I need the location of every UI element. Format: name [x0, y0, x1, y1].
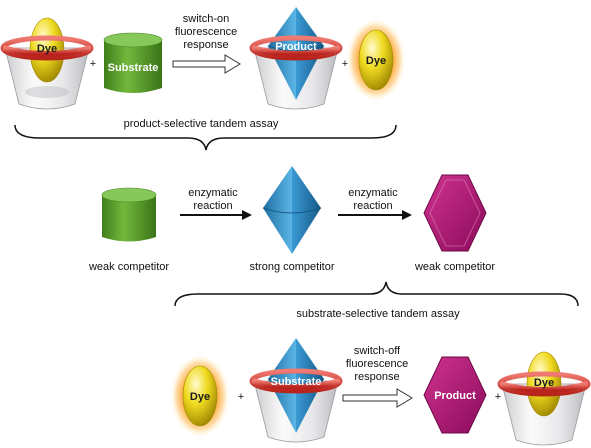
switch-off-text-2: fluorescence [346, 358, 408, 370]
substrate-label: Substrate [108, 62, 159, 74]
weak-competitor-cylinder [101, 187, 157, 242]
free-dye-label-2: Dye [190, 391, 210, 403]
switch-on-arrow [172, 54, 241, 74]
strong-competitor-bipyramid [262, 166, 322, 254]
plus-sign-2: + [342, 58, 348, 70]
dye-label: Dye [37, 43, 57, 55]
reaction1-text-1: enzymatic [188, 187, 238, 199]
host-cup-with-substrate: Substrate [249, 338, 343, 443]
free-glowing-dye-2: Dye [170, 354, 230, 438]
product-label: Product [275, 41, 317, 53]
substrate-cylinder: Substrate [103, 32, 163, 93]
substrate-selective-label: substrate-selective tandem assay [296, 308, 460, 320]
free-glowing-dye: Dye [346, 18, 406, 102]
product-label-2: Product [434, 390, 476, 402]
switch-off-text-3: response [354, 371, 399, 383]
product-hexagon: Product [423, 356, 487, 434]
plus-sign: + [90, 58, 96, 70]
weak-competitor-caption-left: weak competitor [88, 261, 169, 273]
dye-label-2: Dye [534, 377, 554, 389]
switch-off-arrow [342, 388, 413, 408]
switch-on-text-2: fluorescence [175, 26, 237, 38]
host-cup-with-dye: Dye [0, 17, 94, 110]
host-cup-with-dye-2: Dye [497, 351, 591, 446]
switch-on-text-3: response [183, 39, 228, 51]
reaction2-text-1: enzymatic [348, 187, 398, 199]
plus-sign-3: + [238, 391, 244, 403]
weak-competitor-caption-right: weak competitor [414, 261, 495, 273]
switch-on-text-1: switch-on [183, 13, 229, 25]
product-selective-label: product-selective tandem assay [124, 118, 279, 130]
weak-competitor-hexagon [423, 174, 487, 252]
reaction2-text-2: reaction [353, 200, 392, 212]
switch-off-text-1: switch-off [354, 345, 401, 357]
strong-competitor-caption: strong competitor [250, 261, 335, 273]
substrate-label-2: Substrate [271, 376, 322, 388]
host-cup-with-product: Product [249, 7, 343, 110]
plus-sign-4: + [495, 391, 501, 403]
product-selective-brace [14, 124, 397, 151]
reaction1-text-2: reaction [193, 200, 232, 212]
substrate-selective-brace [174, 281, 579, 307]
free-dye-label: Dye [366, 55, 386, 67]
